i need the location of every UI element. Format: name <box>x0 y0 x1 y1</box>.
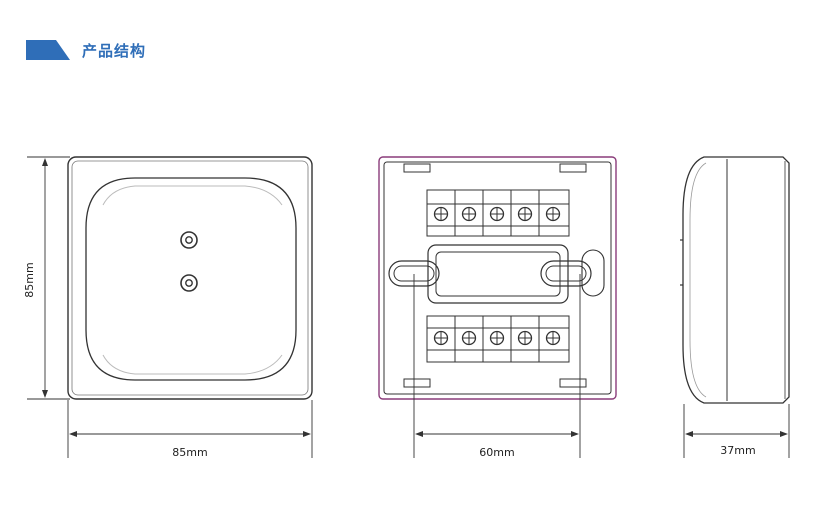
indicator-led-top <box>180 231 198 249</box>
front-height-label: 85mm <box>23 262 36 297</box>
terminal-screws-bottom <box>433 330 561 346</box>
banner-tab-icon <box>26 40 70 60</box>
terminal-screws-top <box>433 206 561 222</box>
back-view <box>378 156 617 400</box>
section-title: 产品结构 <box>82 41 147 60</box>
mounting-clips <box>403 163 587 388</box>
terminal-block-top <box>426 189 570 237</box>
front-width-dimension <box>67 400 313 458</box>
terminal-block-bottom <box>426 315 570 363</box>
mount-spacing-label: 60mm <box>479 446 514 459</box>
side-view <box>680 156 790 404</box>
front-view <box>67 156 313 400</box>
mounting-slot-right <box>540 260 592 287</box>
section-header: 产品结构 <box>26 38 146 62</box>
side-depth-dimension <box>683 404 790 458</box>
indicator-led-bottom <box>180 274 198 292</box>
side-depth-label: 37mm <box>720 444 755 457</box>
front-height-dimension <box>27 156 70 400</box>
front-width-label: 85mm <box>172 446 207 459</box>
mount-spacing-dimension <box>413 274 581 458</box>
